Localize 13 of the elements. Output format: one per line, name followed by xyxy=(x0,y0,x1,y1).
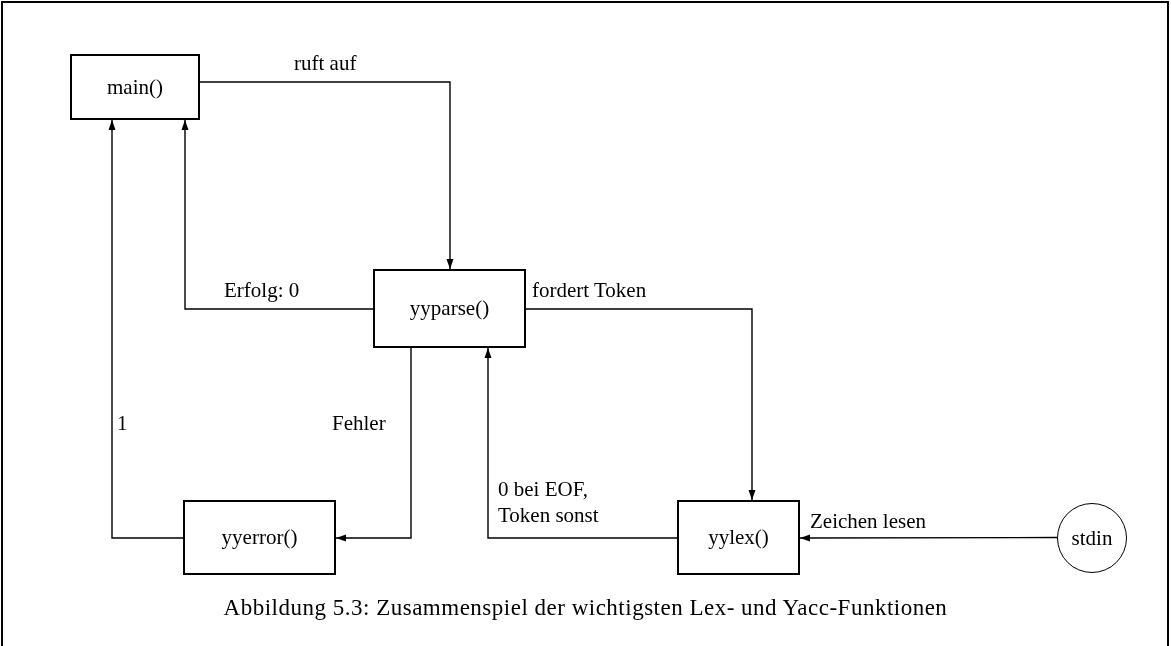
function-box: yyerror() xyxy=(183,500,336,575)
arrow xyxy=(335,347,412,542)
arrow xyxy=(799,534,1058,542)
arrow xyxy=(181,119,374,310)
function-box: main() xyxy=(70,54,200,120)
arrow xyxy=(525,308,756,501)
function-box: yylex() xyxy=(677,500,800,575)
arrow xyxy=(108,119,184,539)
arrow xyxy=(199,81,454,270)
arrow xyxy=(484,347,678,539)
figure-caption: Abbildung 5.3: Zusammenspiel der wichtigsten Lex- und Yacc-Funktionen xyxy=(222,595,949,621)
function-box: yyparse() xyxy=(373,269,526,348)
input-circle: stdin xyxy=(1057,503,1127,573)
